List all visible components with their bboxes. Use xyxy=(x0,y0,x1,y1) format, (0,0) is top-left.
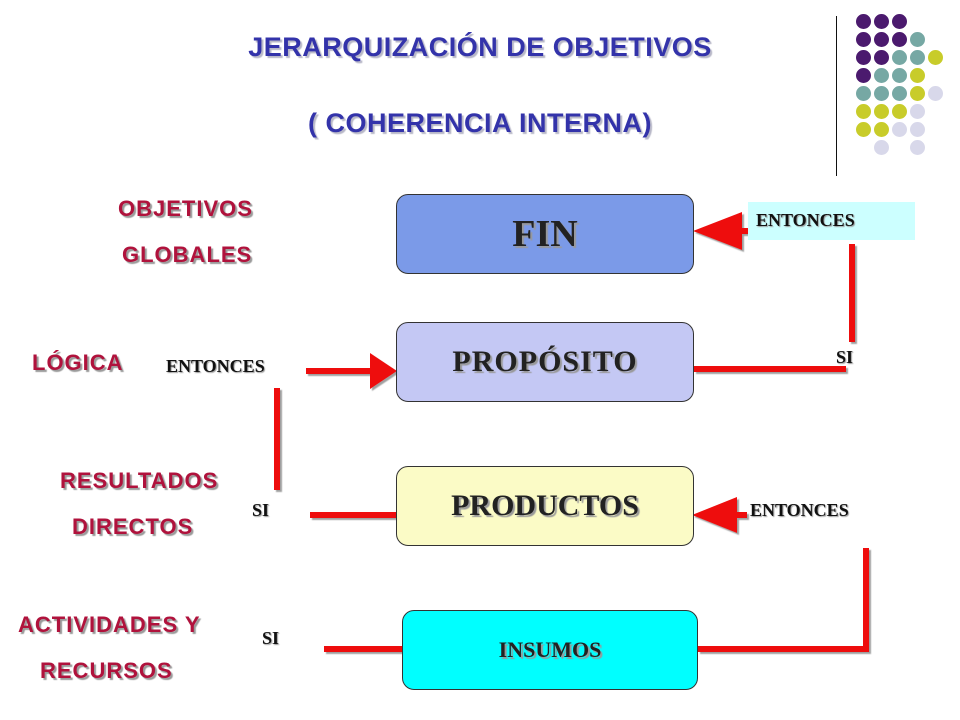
decor-dot xyxy=(892,86,907,101)
arrow-entonces-to-productos-shaft xyxy=(735,512,747,518)
connector-entonces-proposito: ENTONCES xyxy=(166,356,265,376)
line-right-bottom-vertical xyxy=(863,548,869,652)
decor-dot xyxy=(856,32,871,47)
decor-dot xyxy=(874,68,889,83)
box-insumos-label: INSUMOS xyxy=(498,637,602,662)
box-proposito: PROPÓSITO xyxy=(396,322,694,402)
title-line-2: ( COHERENCIA INTERNA) xyxy=(308,108,652,138)
decor-dot xyxy=(874,50,889,65)
decorative-divider-line xyxy=(836,16,837,176)
decor-dot xyxy=(856,68,871,83)
label-resultados: RESULTADOS xyxy=(60,468,219,493)
decor-dot xyxy=(874,122,889,137)
connector-si-insumos: SI xyxy=(262,628,280,648)
line-right-si-vertical xyxy=(849,244,855,342)
decor-dot xyxy=(874,14,889,29)
decor-dot xyxy=(910,32,925,47)
decor-dot xyxy=(892,50,907,65)
decor-dot xyxy=(928,50,943,65)
arrow-entonces-to-fin-shaft xyxy=(740,228,752,234)
decor-dot xyxy=(874,32,889,47)
line-productos-to-si xyxy=(310,512,396,518)
decor-dot xyxy=(892,14,907,29)
title-line-1: JERARQUIZACIÓN DE OBJETIVOS xyxy=(248,32,712,62)
decor-dot xyxy=(928,86,943,101)
connector-si-left: SI xyxy=(252,500,270,520)
line-proposito-to-si xyxy=(694,366,846,372)
decor-dot xyxy=(910,122,925,137)
decor-dot xyxy=(892,104,907,119)
box-insumos: INSUMOS xyxy=(402,610,698,690)
label-recursos: RECURSOS xyxy=(40,658,173,683)
label-actividades: ACTIVIDADES Y xyxy=(18,612,201,637)
box-fin-label: FIN xyxy=(512,213,578,255)
line-si-to-insumos xyxy=(324,646,402,652)
box-proposito-label: PROPÓSITO xyxy=(452,345,638,378)
decor-dot xyxy=(856,104,871,119)
decor-dot xyxy=(892,32,907,47)
decor-dot xyxy=(856,50,871,65)
decor-dot xyxy=(874,86,889,101)
label-globales: GLOBALES xyxy=(122,242,253,267)
box-productos-label: PRODUCTOS xyxy=(451,489,639,522)
decor-dot xyxy=(892,68,907,83)
decor-dot xyxy=(856,122,871,137)
decor-dot xyxy=(910,104,925,119)
arrow-entonces-to-fin-head xyxy=(693,212,742,250)
decor-dot xyxy=(910,140,925,155)
connector-si-right: SI xyxy=(836,347,854,367)
decor-dot xyxy=(892,122,907,137)
decor-dot xyxy=(910,50,925,65)
decor-dot xyxy=(874,104,889,119)
label-objetivos: OBJETIVOS xyxy=(118,196,253,221)
arrow-entonces-to-productos-head xyxy=(692,497,737,533)
decor-dot xyxy=(910,68,925,83)
line-left-vertical xyxy=(274,388,280,490)
arrow-entonces-to-proposito-shaft xyxy=(306,368,376,374)
label-directos: DIRECTOS xyxy=(72,514,194,539)
label-logica: LÓGICA xyxy=(32,350,124,375)
box-productos: PRODUCTOS xyxy=(396,466,694,546)
arrow-entonces-to-proposito-head xyxy=(370,353,397,389)
decor-dot xyxy=(856,14,871,29)
box-fin: FIN xyxy=(396,194,694,274)
decor-dot xyxy=(910,86,925,101)
connector-entonces-productos: ENTONCES xyxy=(750,500,849,520)
decor-dot xyxy=(874,140,889,155)
decor-dot xyxy=(856,86,871,101)
line-insumos-right xyxy=(698,646,869,652)
connector-entonces-fin: ENTONCES xyxy=(748,202,915,240)
